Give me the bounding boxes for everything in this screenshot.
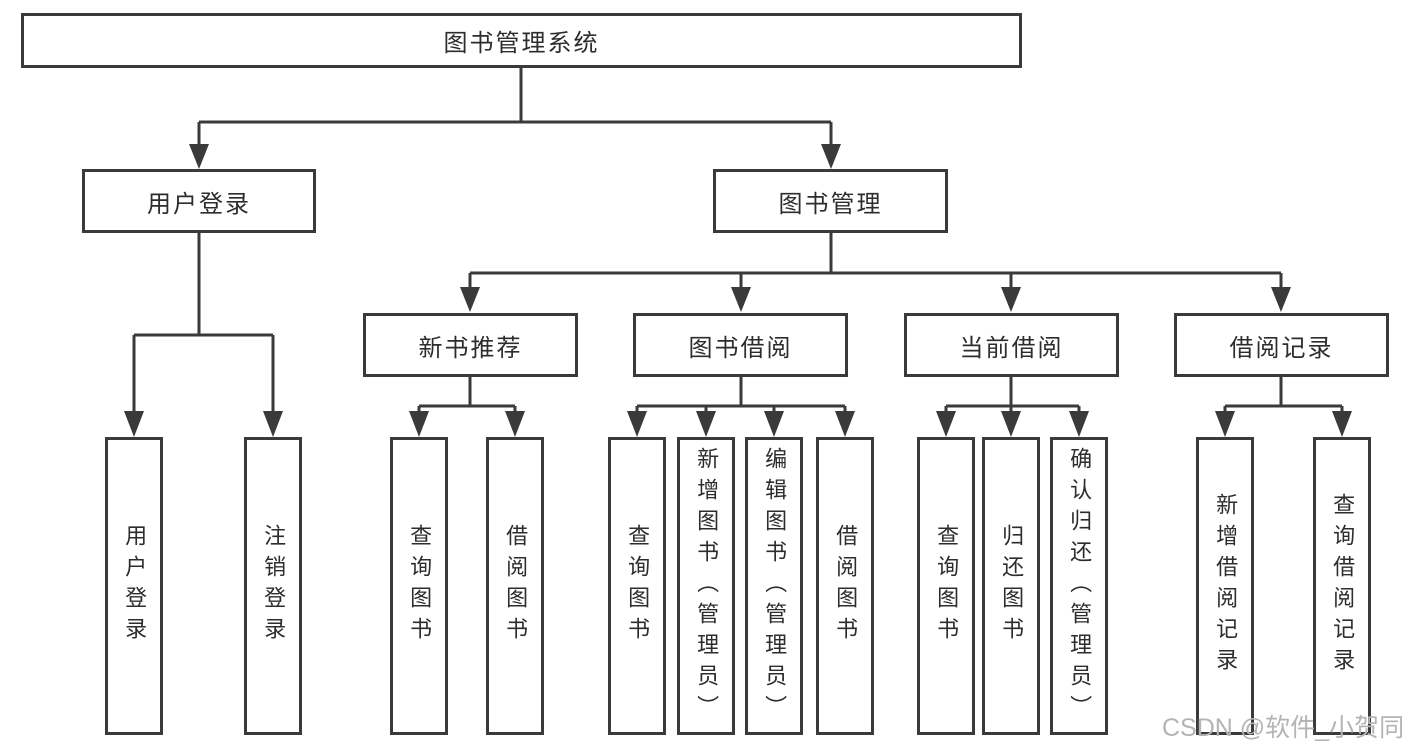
node-root: 图书管理系统: [21, 13, 1022, 68]
leaf-cb-return-book: 归还图书: [982, 437, 1040, 735]
leaf-label: 归还图书: [999, 524, 1025, 648]
leaf-rec-query-book: 查询图书: [390, 437, 448, 735]
arrow-down-icon: [263, 411, 283, 437]
connector-borrow-records-children: [1215, 377, 1352, 437]
connector-new-book-rec-children: [409, 377, 525, 437]
arrow-down-icon: [124, 411, 144, 437]
leaf-bb-borrow-book: 借阅图书: [816, 437, 874, 735]
leaf-label: 查询图书: [625, 524, 651, 648]
leaf-bb-add-book: 新增图书（管理员）: [677, 437, 735, 735]
arrow-down-icon: [1271, 287, 1291, 312]
leaf-label: 编辑图书（管理员）: [762, 446, 788, 726]
arrow-down-icon: [731, 287, 751, 312]
arrow-down-icon: [627, 411, 647, 437]
node-borrow-records: 借阅记录: [1174, 313, 1389, 377]
leaf-logout: 注销登录: [244, 437, 302, 735]
arrow-down-icon: [409, 411, 429, 437]
node-current-borrow: 当前借阅: [904, 313, 1119, 377]
leaf-rec-borrow-book: 借阅图书: [486, 437, 544, 735]
arrow-down-icon: [189, 144, 209, 169]
arrow-down-icon: [505, 411, 525, 437]
csdn-watermark: CSDN @软件_小贺同学: [1162, 714, 1405, 742]
leaf-label: 用户登录: [122, 524, 148, 648]
node-book-mgmt: 图书管理: [713, 169, 948, 233]
connector-root-to-level1: [189, 68, 841, 169]
leaf-label: 新增图书（管理员）: [694, 446, 720, 726]
node-user-login: 用户登录: [82, 169, 316, 233]
node-book-borrow: 图书借阅: [633, 313, 848, 377]
arrow-down-icon: [696, 411, 716, 437]
connector-user-login-children: [124, 233, 283, 437]
arrow-down-icon: [1001, 411, 1021, 437]
node-new-book-rec: 新书推荐: [363, 313, 578, 377]
leaf-label: 查询借阅记录: [1330, 493, 1356, 679]
leaf-bb-edit-book: 编辑图书（管理员）: [745, 437, 803, 735]
connector-book-borrow-children: [627, 377, 855, 437]
arrow-down-icon: [460, 287, 480, 312]
leaf-cb-confirm-return: 确认归还（管理员）: [1050, 437, 1108, 735]
arrow-down-icon: [764, 411, 784, 437]
leaf-br-query-record: 查询借阅记录: [1313, 437, 1371, 735]
arrow-down-icon: [835, 411, 855, 437]
leaf-cb-query-book: 查询图书: [917, 437, 975, 735]
leaf-bb-query-book: 查询图书: [608, 437, 666, 735]
leaf-label: 借阅图书: [833, 524, 859, 648]
connector-book-mgmt-children: [460, 233, 1291, 312]
leaf-user-login: 用户登录: [105, 437, 163, 735]
leaf-br-add-record: 新增借阅记录: [1196, 437, 1254, 735]
leaf-label: 注销登录: [261, 524, 287, 648]
arrow-down-icon: [936, 411, 956, 437]
arrow-down-icon: [821, 144, 841, 169]
arrow-down-icon: [1332, 411, 1352, 437]
leaf-label: 借阅图书: [503, 524, 529, 648]
leaf-label: 确认归还（管理员）: [1067, 446, 1093, 726]
leaf-label: 查询图书: [934, 524, 960, 648]
leaf-label: 查询图书: [407, 524, 433, 648]
connector-current-borrow-children: [936, 377, 1089, 437]
leaf-label: 新增借阅记录: [1213, 493, 1239, 679]
arrow-down-icon: [1001, 287, 1021, 312]
arrow-down-icon: [1215, 411, 1235, 437]
arrow-down-icon: [1069, 411, 1089, 437]
